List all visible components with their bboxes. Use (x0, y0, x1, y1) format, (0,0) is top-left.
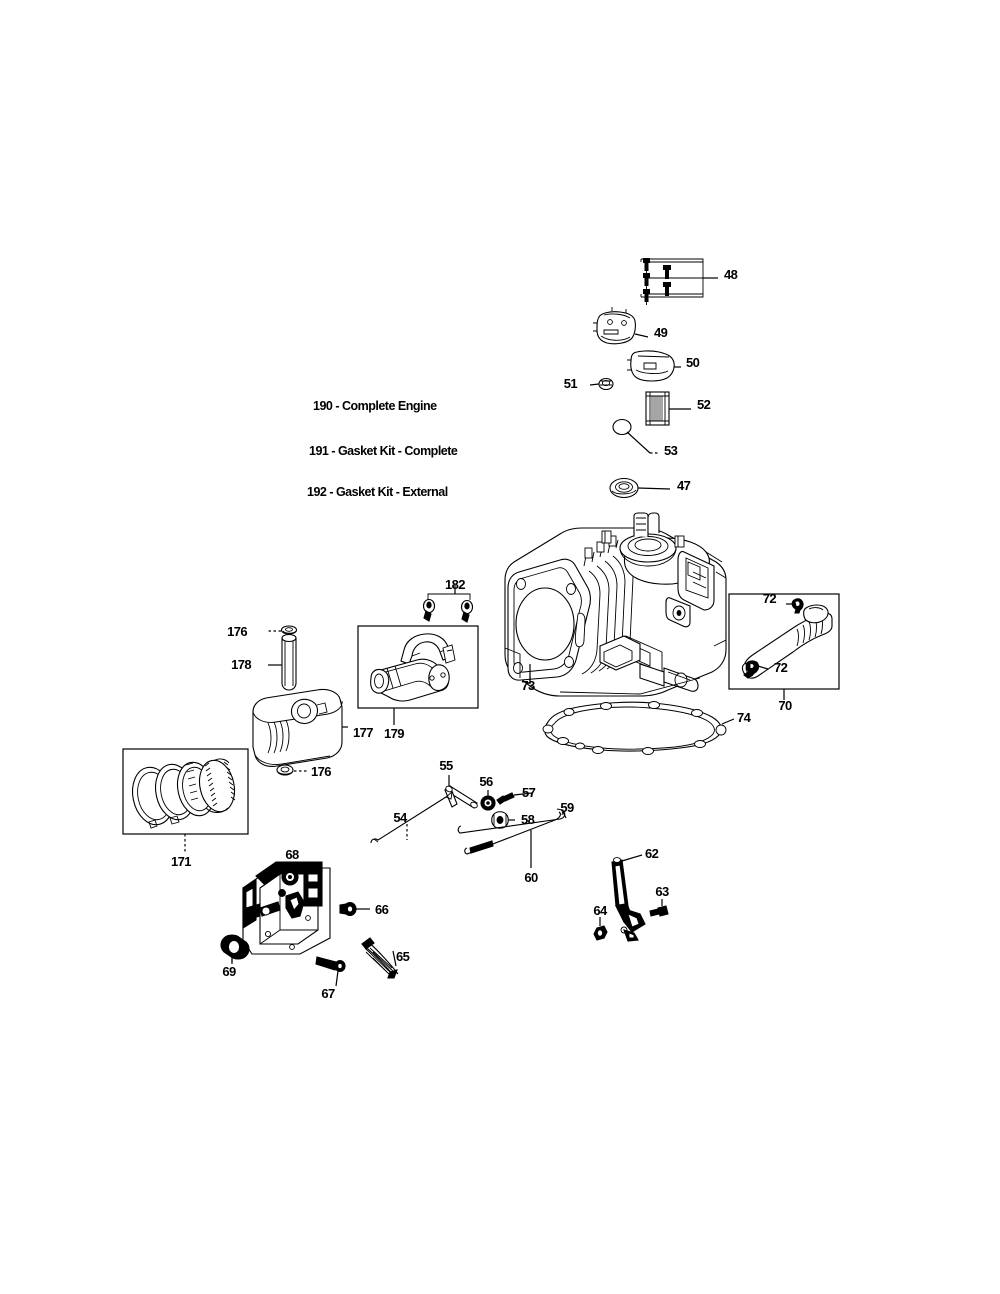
callout-54: 54 (393, 810, 408, 825)
callout-178: 178 (231, 657, 251, 672)
callout-48: 48 (724, 267, 738, 282)
ring-set-171 (122, 748, 249, 852)
piston-pin-178 (268, 633, 297, 691)
clamp-72-bottom (743, 660, 769, 679)
cylinder-block-73 (504, 512, 727, 697)
callout-68: 68 (285, 847, 299, 862)
bolt-48-b (643, 273, 650, 290)
callout-65: 65 (396, 949, 410, 964)
governor-lever-62 (611, 854, 646, 942)
rod-bolts-182 (422, 585, 474, 623)
callout-72-top: 72 (763, 591, 777, 606)
callout-177: 177 (353, 725, 373, 740)
callout-56: 56 (479, 774, 493, 789)
callout-179: 179 (384, 726, 404, 741)
callout-74: 74 (737, 710, 752, 725)
rod-bolt-a (422, 598, 436, 622)
bushing-69 (220, 934, 250, 964)
plug-53 (612, 418, 659, 454)
seal-47 (609, 477, 671, 499)
cover-50 (627, 350, 681, 382)
fastener-group-48 (640, 258, 718, 305)
callout-47: 47 (677, 478, 691, 493)
callout-58: 58 (521, 812, 535, 827)
callout-49: 49 (654, 325, 668, 340)
clamp-72-top (786, 598, 804, 614)
screw-57 (496, 792, 533, 805)
callout-72-bottom: 72 (774, 660, 788, 675)
callout-50: 50 (686, 355, 700, 370)
callout-52: 52 (697, 397, 711, 412)
piston-177 (252, 688, 348, 767)
callout-70: 70 (778, 698, 792, 713)
sump-gasket-74 (542, 701, 735, 755)
callout-57: 57 (522, 785, 536, 800)
rod-54 (370, 790, 453, 844)
connecting-rod-179 (357, 625, 479, 725)
rod-59 (457, 808, 567, 834)
callout-53: 53 (664, 443, 678, 458)
kit-label-190: 190 - Complete Engine (313, 399, 437, 413)
bolt-48-e (663, 282, 671, 296)
bushing-56 (480, 790, 496, 811)
kit-label-list: 190 - Complete Engine 191 - Gasket Kit -… (307, 399, 458, 499)
callout-60: 60 (524, 870, 538, 885)
callout-55: 55 (439, 758, 453, 773)
hose-assembly-70 (728, 593, 840, 700)
callout-67: 67 (321, 986, 335, 1001)
bolt-48-a (643, 258, 650, 275)
callout-69: 69 (222, 964, 236, 979)
callout-64: 64 (593, 903, 608, 918)
spacer-58 (491, 811, 515, 829)
screw-66 (339, 901, 370, 917)
nut-64 (593, 917, 608, 941)
screw-67 (315, 956, 346, 987)
callout-171: 171 (171, 854, 191, 869)
callout-176-top: 176 (227, 624, 247, 639)
kit-label-192: 192 - Gasket Kit - External (307, 485, 448, 499)
kit-label-191: 191 - Gasket Kit - Complete (309, 444, 458, 458)
cover-49 (593, 307, 649, 345)
callout-66: 66 (375, 902, 389, 917)
callout-number-list: 48 49 50 51 52 53 47 73 72 72 70 74 182 … (171, 267, 793, 1001)
callout-182: 182 (445, 577, 465, 592)
link-55 (444, 775, 478, 809)
spring-65 (361, 937, 399, 979)
sleeve-52 (645, 391, 691, 426)
bolt-48-c (643, 289, 650, 305)
rod-bolt-b (460, 599, 474, 623)
callout-59: 59 (560, 800, 574, 815)
callout-51: 51 (564, 376, 578, 391)
callout-63: 63 (655, 884, 669, 899)
washer-51 (589, 377, 614, 391)
pin-clip-176-bottom (276, 764, 307, 776)
callout-176-bottom: 176 (311, 764, 331, 779)
callout-73: 73 (521, 678, 535, 693)
callout-62: 62 (645, 846, 659, 861)
screw-63 (649, 899, 669, 917)
control-bracket-68 (242, 861, 331, 955)
rod-60 (464, 811, 561, 868)
bolt-48-d (663, 265, 671, 279)
pin-clip-176-top (266, 625, 298, 635)
